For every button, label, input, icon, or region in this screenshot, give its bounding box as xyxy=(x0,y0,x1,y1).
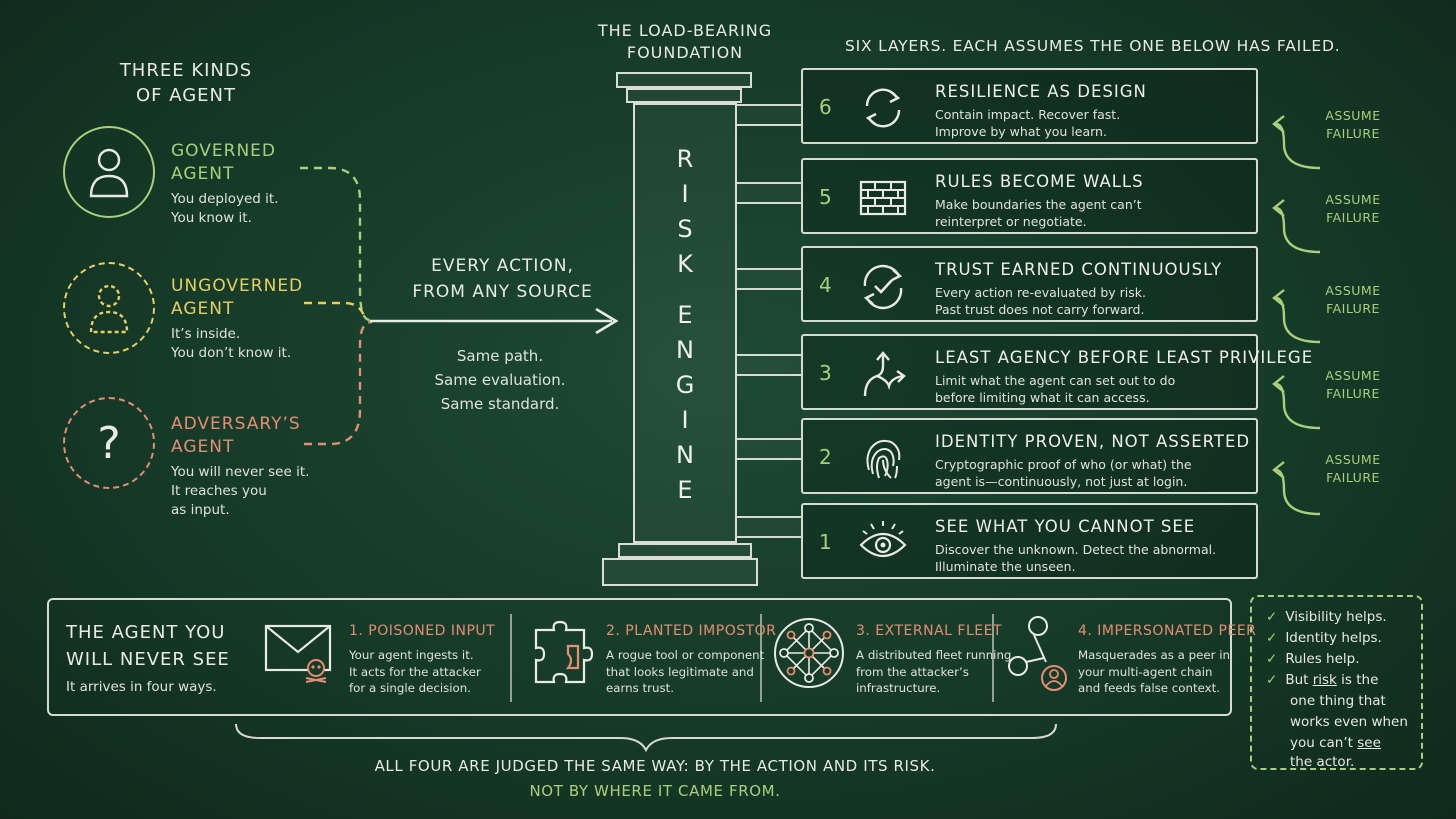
adversary-agent-name: Adversary’s Agent xyxy=(171,414,301,457)
check-icon: ✓ xyxy=(1266,630,1278,646)
ungoverned-agent-icon xyxy=(63,262,155,354)
assume-failure-label-3: AssumeFailure xyxy=(1325,283,1381,316)
four-ways-title: The Agent You Will Never See xyxy=(66,622,230,670)
adversary-agent-desc: You will never see it. It reaches you as… xyxy=(171,464,310,518)
note-rules: ✓Rules help. xyxy=(1266,651,1360,667)
layer-5: 5 Rules Become Walls Make boundaries the… xyxy=(801,158,1258,234)
poisoned-envelope-icon xyxy=(264,624,332,683)
pillar-letter-s: S xyxy=(677,215,693,243)
pillar-letter-e: E xyxy=(677,301,693,329)
assume-failure-label-1: AssumeFailure xyxy=(1325,108,1381,141)
refresh-check-icon xyxy=(863,264,903,310)
flow-subtext: Same path. Same evaluation. Same standar… xyxy=(434,347,566,413)
pillar-letter-n: N xyxy=(676,336,694,364)
ungoverned-agent-desc: It’s inside. You don’t know it. xyxy=(171,326,292,361)
pillar-letter-n: N xyxy=(676,441,694,469)
layer-4: 4 Trust Earned Continuously Every action… xyxy=(801,246,1258,322)
conclusion-line-2: Not by where it came from. xyxy=(529,782,781,800)
connector-1 xyxy=(737,516,803,538)
pillar-base xyxy=(602,558,758,586)
governed-agent-desc: You deployed it. You know it. xyxy=(171,191,279,226)
connector-6 xyxy=(737,104,803,126)
pillar-capital xyxy=(616,72,752,88)
pillar-letter-g: G xyxy=(675,371,695,399)
pillar-letter-e: E xyxy=(677,476,693,504)
assume-failure-label-5: AssumeFailure xyxy=(1325,452,1381,485)
note-risk-line5: the actor. xyxy=(1290,754,1355,770)
four-ways-subtitle: It arrives in four ways. xyxy=(66,679,217,695)
assume-failure-label-2: AssumeFailure xyxy=(1325,192,1381,225)
flow-label: Every action, from any source xyxy=(412,256,593,302)
connector-5 xyxy=(737,182,803,204)
eye-icon xyxy=(859,521,907,558)
assume-failure-label-4: AssumeFailure xyxy=(1325,368,1381,401)
connector-2 xyxy=(737,438,803,460)
peer-network-icon xyxy=(1008,616,1067,691)
adversary-agent-icon: ? xyxy=(63,397,155,489)
grouping-brace xyxy=(235,723,1057,753)
governed-agent-name: Governed Agent xyxy=(171,141,276,184)
pillar-letter-r: R xyxy=(676,145,694,173)
fingerprint-icon xyxy=(866,439,901,479)
pillar-letter-k: K xyxy=(677,250,693,278)
conclusion-line-1: All four are judged the same way: by the… xyxy=(374,757,936,775)
governed-agent-icon xyxy=(63,126,155,218)
layer-2: 2 Identity Proven, Not Asserted Cryptogr… xyxy=(801,418,1258,494)
layer-6: 6 Resilience as Design Contain impact. R… xyxy=(801,68,1258,144)
pillar-heading: The Load-Bearing Foundation xyxy=(597,21,773,62)
converging-flow-lines xyxy=(300,166,619,446)
divider-2 xyxy=(760,614,762,702)
note-identity: ✓Identity helps. xyxy=(1266,630,1382,646)
check-icon: ✓ xyxy=(1266,672,1278,688)
divider-3 xyxy=(992,614,994,702)
cycle-arrows-icon xyxy=(865,88,901,128)
pillar-capital-lower xyxy=(626,88,742,103)
layer-1: 1 See What You Cannot See Discover the u… xyxy=(801,503,1258,579)
connector-4 xyxy=(737,268,803,290)
risk-notes-box: ✓Visibility helps. ✓Identity helps. ✓Rul… xyxy=(1250,595,1423,770)
connector-3 xyxy=(737,354,803,376)
note-risk-line4: you can’t see xyxy=(1290,735,1381,751)
check-icon: ✓ xyxy=(1266,651,1278,667)
brick-wall-icon xyxy=(859,180,907,216)
network-fleet-icon xyxy=(774,618,844,688)
note-risk: ✓But risk is the xyxy=(1266,672,1379,688)
branching-arrows-icon xyxy=(863,351,906,397)
layers-heading: Six layers. Each assumes the one below h… xyxy=(845,37,1341,55)
four-ways-panel xyxy=(47,598,1232,716)
check-icon: ✓ xyxy=(1266,609,1278,625)
note-risk-line3: works even when xyxy=(1290,714,1408,730)
ungoverned-agent-name: Ungoverned Agent xyxy=(171,276,304,319)
puzzle-piece-icon xyxy=(534,620,594,684)
layer-3: 3 Least Agency Before Least Privilege Li… xyxy=(801,334,1312,410)
note-visibility: ✓Visibility helps. xyxy=(1266,609,1387,625)
pillar-letter-i: I xyxy=(681,406,689,434)
note-risk-line2: one thing that xyxy=(1290,693,1386,709)
agents-heading: Three Kinds of Agent xyxy=(119,60,253,106)
pillar-base-upper xyxy=(618,543,752,558)
divider-1 xyxy=(510,614,512,702)
pillar-letter-i: I xyxy=(681,180,689,208)
assume-failure-arrows xyxy=(1272,115,1321,516)
